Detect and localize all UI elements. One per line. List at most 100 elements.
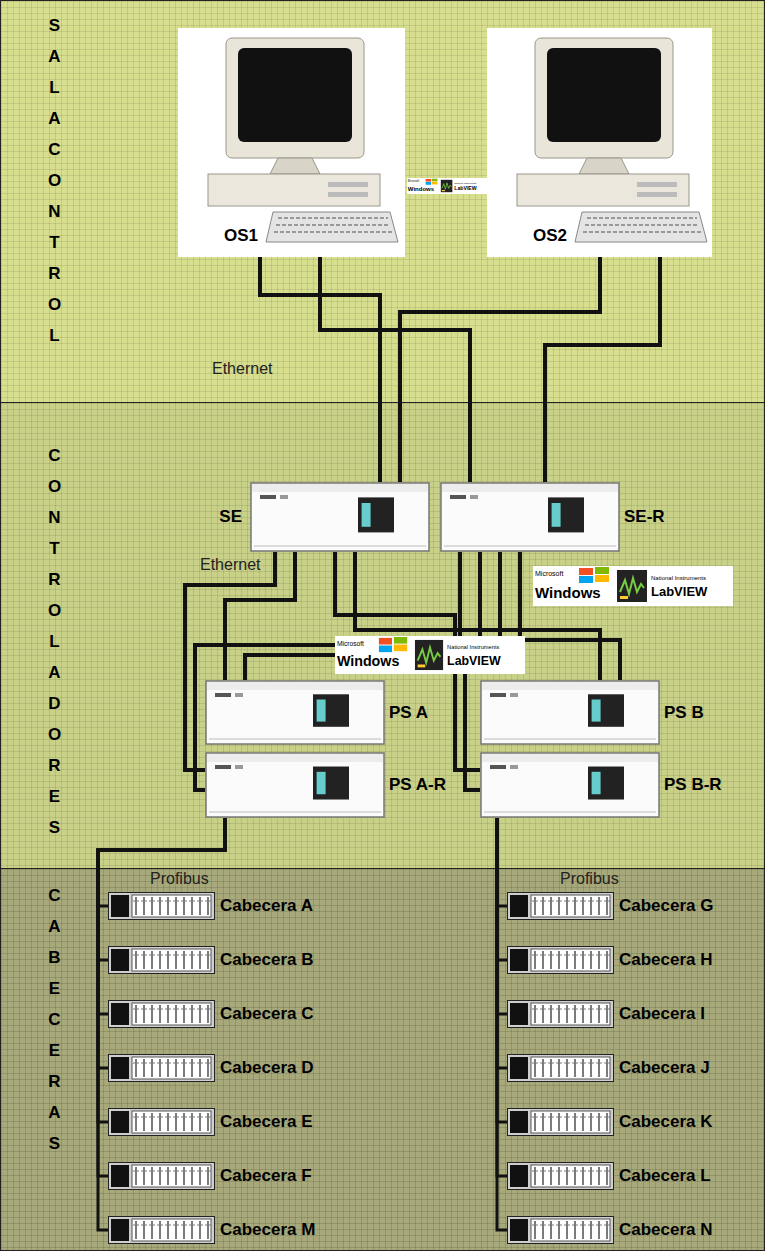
rack-label: Cabecera C	[220, 1004, 314, 1024]
rack-label: Cabecera E	[220, 1112, 313, 1132]
ethernet-link	[400, 257, 600, 482]
rack-label: Cabecera M	[220, 1220, 315, 1240]
unit-label: SE-R	[624, 507, 665, 527]
windows-flag	[379, 637, 409, 653]
controller-chassis	[205, 680, 385, 745]
controller-chassis	[250, 482, 430, 552]
windows-logo: MicrosoftWindows	[533, 566, 615, 606]
logo-text: Microsoft	[407, 178, 440, 183]
profibus-link	[98, 818, 225, 1122]
profibus-link	[98, 818, 225, 1176]
windows-logo: MicrosoftWindows	[335, 636, 413, 674]
labview-icon	[617, 570, 647, 602]
logo-text: Windows	[407, 183, 440, 192]
rack-icon	[108, 892, 215, 920]
controller-chassis	[205, 752, 385, 818]
profibus-link	[98, 818, 225, 1068]
rack-icon	[507, 946, 614, 974]
controller-unit: PS A-R	[205, 752, 385, 818]
windows-logo: MicrosoftWindows	[407, 178, 440, 194]
operator-station: OS2	[487, 28, 712, 257]
io-rack-header: Cabecera A	[108, 892, 215, 920]
profibus-link	[497, 818, 507, 1230]
io-rack-header: Cabecera E	[108, 1108, 215, 1136]
logo-text: Windows	[533, 578, 615, 601]
rack-label: Cabecera H	[619, 950, 713, 970]
io-rack-header: Cabecera I	[507, 1000, 614, 1028]
rack-label: Cabecera K	[619, 1112, 713, 1132]
controller-unit: SE	[250, 482, 430, 552]
network-label: Ethernet	[212, 360, 272, 378]
rack-label: Cabecera N	[619, 1220, 713, 1240]
rack-label: Cabecera J	[619, 1058, 710, 1078]
io-rack-header: Cabecera F	[108, 1162, 215, 1190]
rack-icon	[108, 946, 215, 974]
zone-band: CABECERASCabecera ACabecera BCabecera CC…	[0, 868, 765, 1251]
controller-chassis	[480, 680, 660, 745]
io-rack-header: Cabecera B	[108, 946, 215, 974]
zone-band: SALA CONTROLOS1OS2	[0, 0, 765, 402]
rack-label: Cabecera I	[619, 1004, 705, 1024]
network-label: Profibus	[150, 870, 209, 888]
rack-icon	[507, 892, 614, 920]
io-rack-header: Cabecera G	[507, 892, 614, 920]
controller-chassis	[480, 752, 660, 818]
computer-illustration	[487, 28, 712, 257]
zone-label: CONTROLADORES	[46, 440, 63, 843]
rack-icon	[507, 1108, 614, 1136]
profibus-link	[98, 818, 225, 1230]
logo-text: LabVIEW	[615, 582, 733, 599]
zone-label: CABECERAS	[46, 880, 63, 1159]
rack-label: Cabecera B	[220, 950, 314, 970]
zone-band: CONTROLADORESSESE-RPS APS BPS A-RPS B-R	[0, 402, 765, 868]
station-label: OS1	[224, 226, 258, 246]
profibus-link	[98, 818, 225, 960]
network-label: Ethernet	[200, 556, 260, 574]
unit-label: PS B	[664, 703, 704, 723]
logo-text: LabVIEW	[440, 184, 487, 191]
rack-label: Cabecera L	[619, 1166, 711, 1186]
profibus-link	[98, 818, 225, 1014]
rack-label: Cabecera A	[220, 896, 313, 916]
io-rack-header: Cabecera L	[507, 1162, 614, 1190]
unit-label: PS B-R	[664, 775, 722, 795]
software-logo: MicrosoftWindowsNational InstrumentsLabV…	[533, 566, 733, 606]
operator-station: OS1	[178, 28, 405, 257]
software-logo: MicrosoftWindowsNational InstrumentsLabV…	[407, 178, 487, 194]
logo-text: LabVIEW	[413, 651, 525, 667]
io-rack-header: Cabecera N	[507, 1216, 614, 1244]
rack-icon	[507, 1054, 614, 1082]
labview-logo: National InstrumentsLabVIEW	[440, 178, 487, 194]
rack-icon	[108, 1216, 215, 1244]
software-logo: MicrosoftWindowsNational InstrumentsLabV…	[335, 636, 525, 674]
logo-text: National Instruments	[615, 566, 733, 582]
unit-label: PS A-R	[389, 775, 446, 795]
station-label: OS2	[533, 226, 567, 246]
io-rack-header: Cabecera D	[108, 1054, 215, 1082]
rack-icon	[108, 1000, 215, 1028]
windows-flag	[579, 567, 611, 584]
logo-text: National Instruments	[413, 636, 525, 651]
rack-icon	[108, 1108, 215, 1136]
rack-icon	[507, 1216, 614, 1244]
rack-icon	[108, 1162, 215, 1190]
rack-icon	[108, 1054, 215, 1082]
controller-chassis	[440, 482, 620, 552]
logo-text: Microsoft	[335, 636, 413, 647]
rack-icon	[507, 1162, 614, 1190]
rack-label: Cabecera F	[220, 1166, 312, 1186]
rack-label: Cabecera D	[220, 1058, 314, 1078]
io-rack-header: Cabecera H	[507, 946, 614, 974]
labview-icon	[415, 640, 444, 670]
controller-unit: SE-R	[440, 482, 620, 552]
controller-unit: PS A	[205, 680, 385, 745]
io-rack-header: Cabecera C	[108, 1000, 215, 1028]
computer-illustration	[178, 28, 405, 257]
logo-text: Windows	[335, 647, 413, 669]
ethernet-link	[320, 257, 470, 482]
rack-label: Cabecera G	[619, 896, 714, 916]
labview-logo: National InstrumentsLabVIEW	[413, 636, 525, 674]
io-rack-header: Cabecera M	[108, 1216, 215, 1244]
controller-unit: PS B	[480, 680, 660, 745]
logo-text: National Instruments	[440, 178, 487, 184]
